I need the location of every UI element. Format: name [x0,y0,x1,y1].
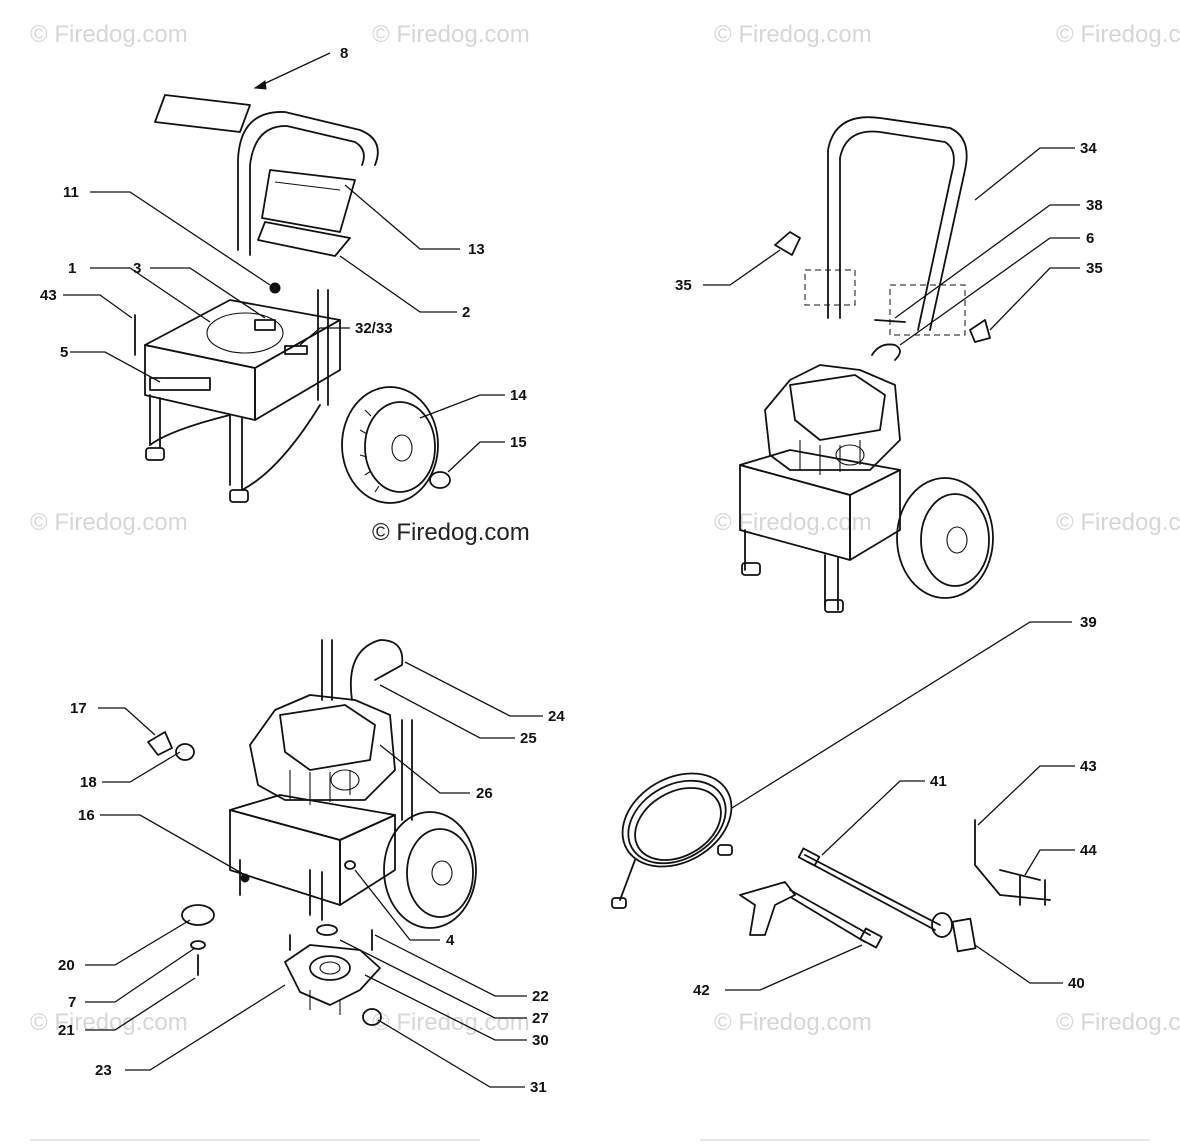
label-34: 34 [1080,140,1097,157]
part-16 [240,873,250,883]
cable-24 [350,639,404,701]
hose-hanger-44 [974,819,1051,906]
part-32-33 [284,345,308,355]
part-labels: 8 11 13 1 3 43 2 32/33 5 14 15 34 38 6 3… [40,45,1103,1096]
watermark: © Firedog.com [372,21,530,48]
hub-cap-15 [429,471,451,489]
cap-17 [147,731,173,756]
label-11: 11 [63,184,79,201]
label-43b: 43 [1080,758,1097,775]
leader-lines [63,52,1080,1088]
watermark: © Firedog.com [714,509,872,536]
washer-7 [190,940,206,950]
label-24: 24 [548,708,565,725]
watermark: © Firedog.com [1056,21,1180,48]
label-40: 40 [1068,975,1085,992]
spray-wand-icon [797,847,953,938]
panel-5 [149,377,211,391]
watermark: © Firedog.com [1056,1009,1180,1036]
pump-icon [284,924,382,1026]
panel-cart-assembly [739,116,994,613]
clip-6 [871,343,901,361]
spacer-20 [181,904,215,926]
handle-34 [827,116,968,331]
engine-icon [249,694,396,805]
label-2: 2 [462,304,470,321]
adapter-18 [175,743,195,761]
label-1: 1 [68,260,76,277]
watermark: © Firedog.com [30,21,188,48]
nut-11 [269,282,281,294]
label-17: 17 [70,700,87,717]
watermark: © Firedog.com [30,1009,188,1036]
watermark: © Firedog.com [372,1009,530,1036]
label-32-33: 32/33 [355,320,393,337]
label-5: 5 [60,344,68,361]
watermark-layer: © Firedog.com © Firedog.com © Firedog.co… [30,21,1180,1036]
label-39: 39 [1080,614,1097,631]
panel-accessories [611,772,1051,953]
label-3: 3 [133,260,141,277]
label-18: 18 [80,774,97,791]
label-8: 8 [340,45,348,62]
label-16: 16 [78,807,95,824]
instruction-plate-13 [261,169,356,233]
label-21: 21 [58,1022,75,1039]
spray-gun-icon [739,881,883,949]
wheel-icon [341,386,439,504]
label-42: 42 [693,982,710,999]
label-22: 22 [532,988,549,1005]
watermark-main: © Firedog.com [372,519,530,546]
label-35a: 35 [675,277,692,294]
hose-coil-icon [611,772,733,909]
label-41: 41 [930,773,947,790]
label-6: 6 [1086,230,1094,247]
watermark: © Firedog.com [714,1009,872,1036]
label-7: 7 [68,994,76,1011]
label-13: 13 [468,241,485,258]
label-25: 25 [520,730,537,747]
label-30: 30 [532,1032,549,1049]
wheel-icon [383,811,477,929]
label-15: 15 [510,434,527,451]
decal-8 [154,94,251,133]
label-38: 38 [1086,197,1103,214]
cart-frame-icon [237,111,379,256]
label-44: 44 [1080,842,1097,859]
base-plate-1 [144,299,341,369]
knob-35-right [969,319,991,343]
label-31: 31 [530,1079,547,1096]
wheel-icon [896,477,994,599]
panel-pump-assembly [147,639,477,1026]
part-3 [254,319,276,331]
watermark: © Firedog.com [714,21,872,48]
label-14: 14 [510,387,527,404]
label-20: 20 [58,957,75,974]
label-35b: 35 [1086,260,1103,277]
label-43a: 43 [40,287,57,304]
decal-2 [257,221,351,257]
label-23: 23 [95,1062,112,1079]
label-4: 4 [446,932,455,949]
engine-icon [764,364,901,475]
watermark: © Firedog.com [30,509,188,536]
panel-frame-assembly [134,94,451,504]
label-26: 26 [476,785,493,802]
knob-35-left [774,231,801,256]
watermark: © Firedog.com [1056,509,1180,536]
label-27: 27 [532,1010,549,1027]
